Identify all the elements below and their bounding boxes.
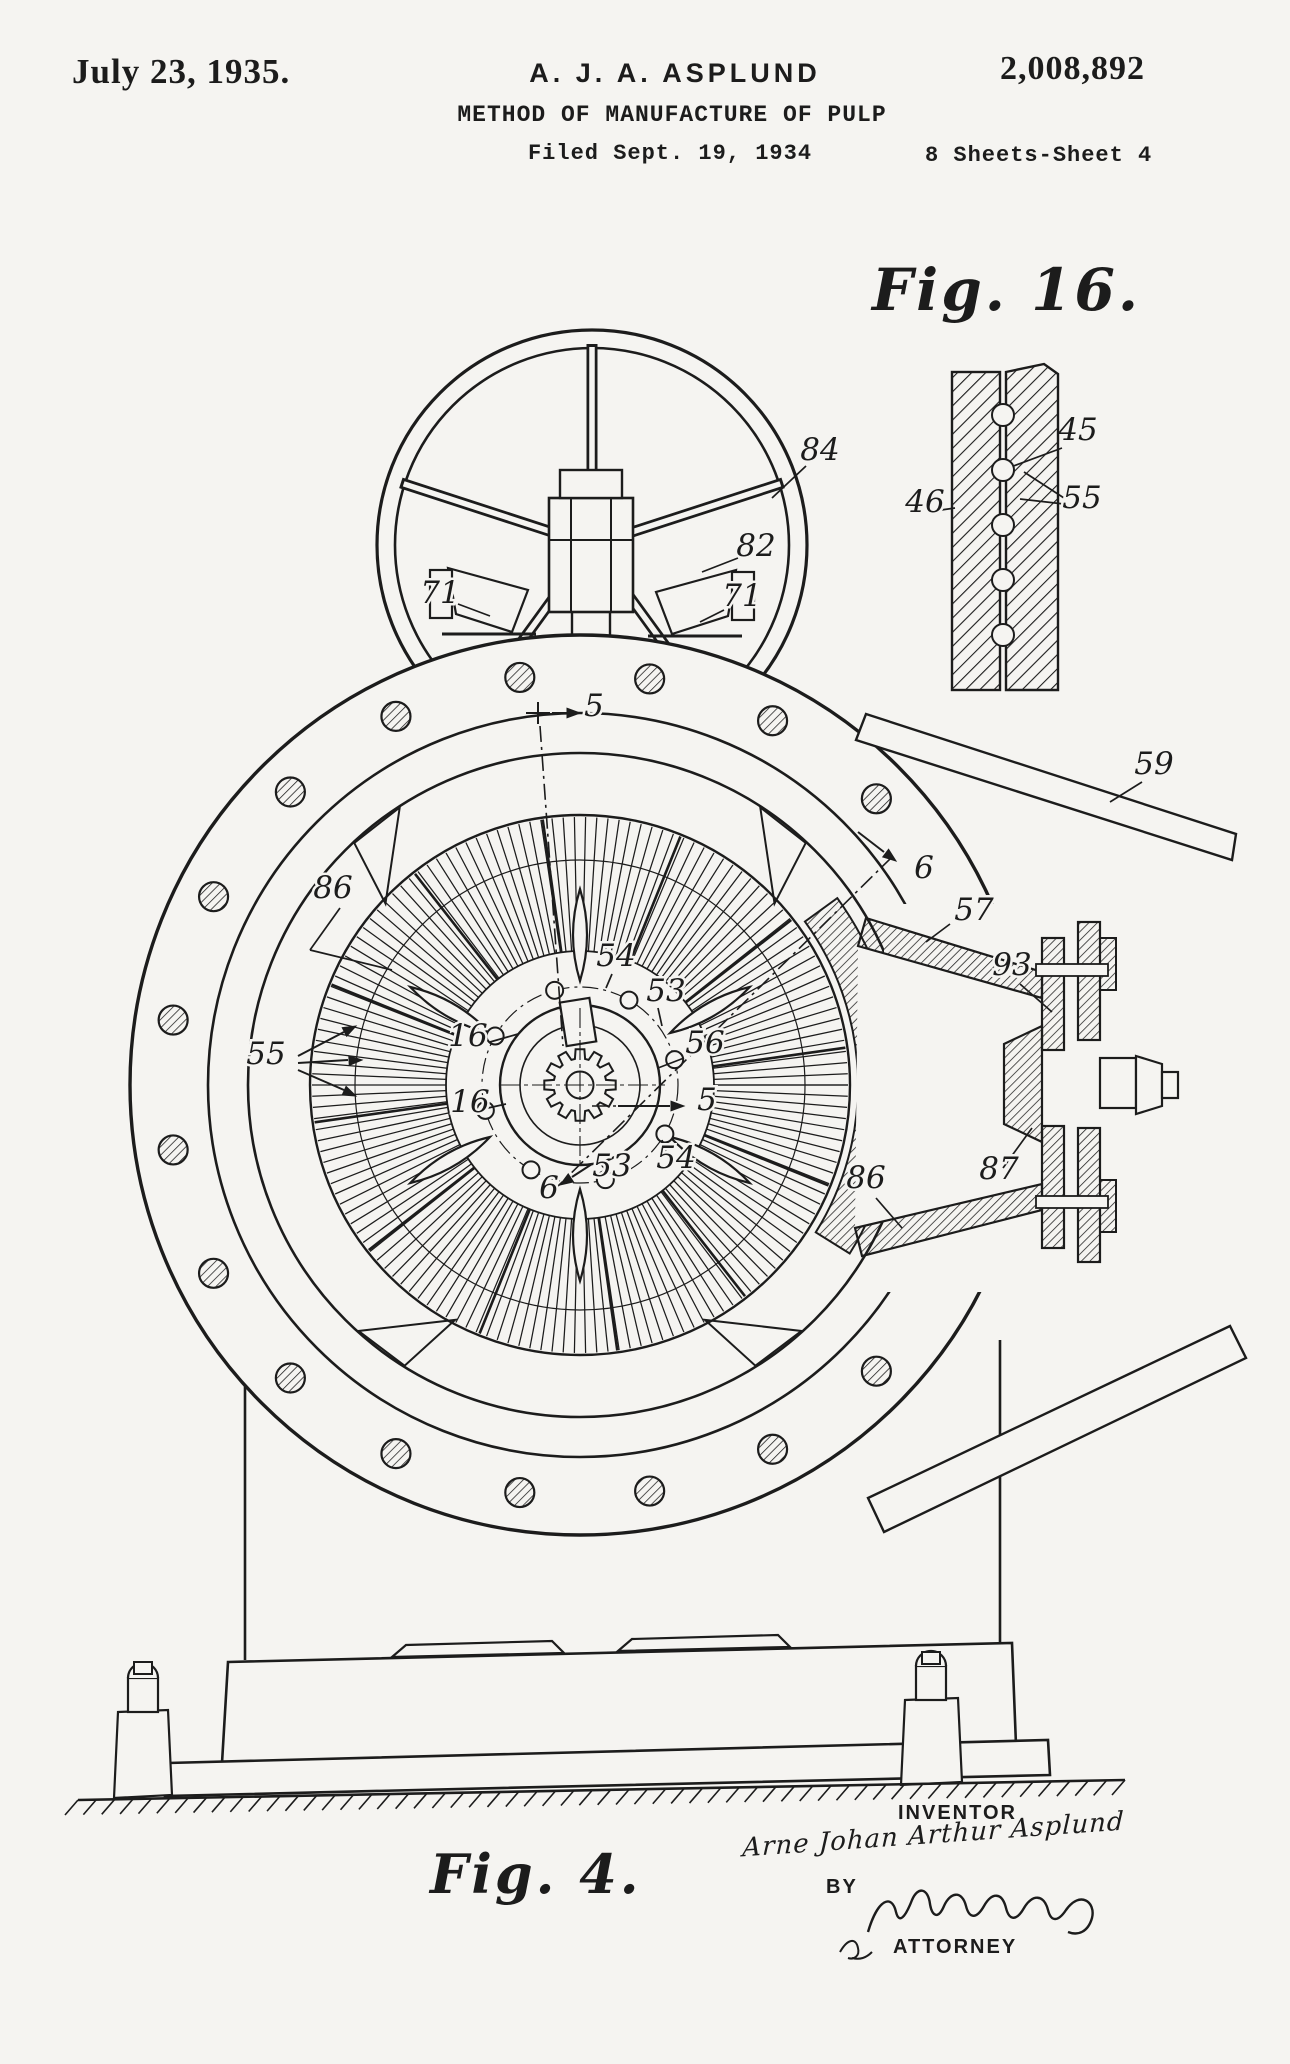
ground-line	[64, 1778, 1126, 1816]
gland-bracket-left	[446, 566, 530, 634]
ref-label-71: 71	[420, 575, 459, 611]
attorney-signature	[839, 1889, 1094, 1960]
ref-label-5: 5	[584, 688, 604, 724]
ref-label-54: 54	[656, 1140, 695, 1176]
patent-date: July 23, 1935.	[72, 52, 291, 91]
key-slot	[558, 996, 598, 1048]
sheet-info: 8 Sheets-Sheet 4	[925, 143, 1153, 168]
grinding-disc-segments	[312, 817, 848, 1353]
ref-label-55: 55	[246, 1036, 285, 1072]
inventor-caption: INVENTOR	[898, 1802, 1017, 1824]
filed-date: Filed Sept. 19, 1934	[527, 141, 813, 166]
rotor-blades	[406, 885, 754, 1285]
ref-label-86: 86	[846, 1160, 885, 1196]
ref-label-55: 55	[1062, 480, 1101, 516]
ref-label-57: 57	[954, 892, 994, 928]
gland-bracket-right	[654, 568, 738, 636]
casing-front-view	[128, 633, 1032, 1537]
outlet-throat	[803, 896, 1180, 1264]
ref-label-59: 59	[1134, 746, 1173, 782]
ref-label-56: 56	[685, 1025, 724, 1061]
invention-title: METHOD OF MANUFACTURE OF PULP	[457, 102, 887, 128]
foundation-bolt-left	[112, 1708, 174, 1800]
ref-label-16: 16	[448, 1018, 487, 1054]
fig16-detail-drawing	[950, 362, 1060, 692]
ref-label-53: 53	[646, 973, 685, 1009]
fig4-caption: Fig. 4.	[430, 1842, 642, 1906]
ref-label-71: 71	[722, 578, 761, 614]
section-arrows	[297, 707, 898, 1186]
shaft-coupling	[1002, 920, 1180, 1264]
fig16-seam-holes	[991, 403, 1015, 647]
ref-label-45: 45	[1057, 412, 1097, 448]
machine-base	[112, 1340, 1052, 1800]
ref-label-5: 5	[697, 1082, 717, 1118]
ref-label-86: 86	[313, 870, 352, 906]
ref-label-53: 53	[592, 1148, 631, 1184]
fig16-caption: Fig. 16.	[872, 256, 1142, 324]
attorney-caption: ATTORNEY	[893, 1936, 1018, 1958]
patent-number: 2,008,892	[1000, 50, 1145, 87]
casing-wall-vanes	[352, 805, 808, 1367]
ref-label-6: 6	[539, 1170, 559, 1206]
ref-label-84: 84	[800, 432, 839, 468]
inlet-pipe-59	[854, 712, 1238, 862]
flange-bolts	[157, 661, 892, 1509]
ref-label-16: 16	[450, 1084, 489, 1120]
ref-label-46: 46	[904, 484, 944, 520]
ref-label-82: 82	[736, 528, 775, 564]
ref-label-93: 93	[992, 947, 1031, 983]
lower-discharge-pipe	[866, 1324, 1248, 1534]
inventor-name: A. J. A. ASPLUND	[529, 58, 821, 88]
pipes	[854, 712, 1248, 1534]
section-lines	[297, 702, 898, 1189]
ref-label-54: 54	[596, 938, 635, 974]
by-caption: BY	[826, 1876, 858, 1898]
ref-label-6: 6	[914, 850, 934, 886]
ref-label-87: 87	[979, 1151, 1019, 1187]
foundation-bolt-right	[899, 1696, 964, 1787]
handwheel-hub	[547, 496, 635, 614]
